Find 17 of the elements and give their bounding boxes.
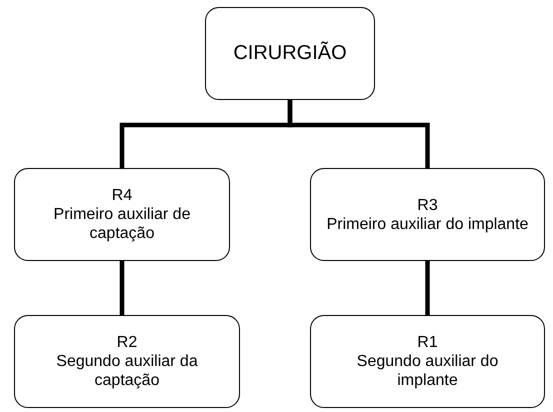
role-description: Primeiro auxiliar do implante [326, 214, 528, 234]
role-box [14, 168, 230, 261]
role-box [205, 7, 375, 100]
connector-line [120, 261, 124, 315]
role-title: R2 [116, 333, 138, 352]
connector-line [425, 261, 430, 315]
role-description: Segundo auxiliar da captação [55, 352, 199, 390]
role-description: Primeiro auxiliar de captação [52, 205, 192, 243]
role-box [310, 168, 545, 261]
connector-line [288, 100, 430, 168]
role-title: CIRURGIÃO [233, 44, 347, 63]
role-title: R4 [112, 186, 132, 205]
role-box [14, 315, 240, 408]
role-title: R3 [417, 196, 438, 214]
role-description: Segundo auxiliar do implante [356, 352, 500, 390]
role-title: R1 [417, 333, 438, 352]
role-box [310, 315, 545, 408]
